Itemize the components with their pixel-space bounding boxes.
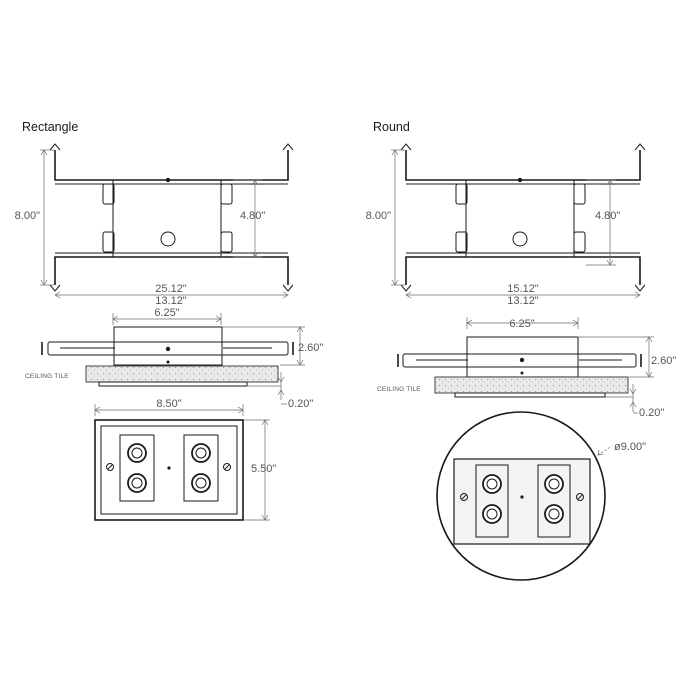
round-housing-width-label: 6.25" [509,318,534,330]
round-section: Round 8.00" [366,120,676,581]
rectangle-section: Rectangle 8.00" [15,120,323,521]
rectangle-flange-label: 0.20" [288,398,313,410]
round-bracket-height-label: 4.80" [595,210,620,222]
rectangle-plate-width-label: 8.50" [156,398,181,410]
rectangle-height-label: 8.00" [15,210,40,222]
round-title: Round [373,120,410,134]
rectangle-top-dimensions: 8.00" 4.80" 25.12" 13.12" [15,149,289,307]
round-diameter-label: ø9.00" [614,441,646,453]
round-height-label: 8.00" [366,210,391,222]
round-top-view [400,143,646,292]
round-inner-width-label: 13.12" [507,295,539,307]
round-side-height-label: 2.60" [651,355,676,367]
rectangle-top-view [49,143,294,292]
rectangle-title: Rectangle [22,120,78,134]
rectangle-inner-width-label: 13.12" [155,295,187,307]
rectangle-bracket-height-label: 4.80" [240,210,265,222]
round-plate-view: ø9.00" [436,411,646,581]
round-side-view: 6.25" CEILING TILE 2.60" 0.20" [377,317,676,419]
round-ceiling-tile-label: CEILING TILE [377,386,421,393]
rectangle-plate-height-label: 5.50" [251,463,276,475]
rectangle-housing-width-label: 6.25" [154,307,179,319]
round-flange-label: 0.20" [639,407,664,419]
rectangle-outer-width-label: 25.12" [155,283,187,295]
rectangle-plate-view: 8.50" 5.50" [94,398,276,521]
round-outer-width-label: 15.12" [507,283,539,295]
rectangle-side-height-label: 2.60" [298,342,323,354]
round-top-dimensions: 8.00" 4.80" 15.12" 13.12" [366,149,641,307]
rectangle-side-view: 6.25" CEILING TILE 2.60" 0.20" [25,307,323,410]
rectangle-ceiling-tile-label: CEILING TILE [25,373,69,380]
